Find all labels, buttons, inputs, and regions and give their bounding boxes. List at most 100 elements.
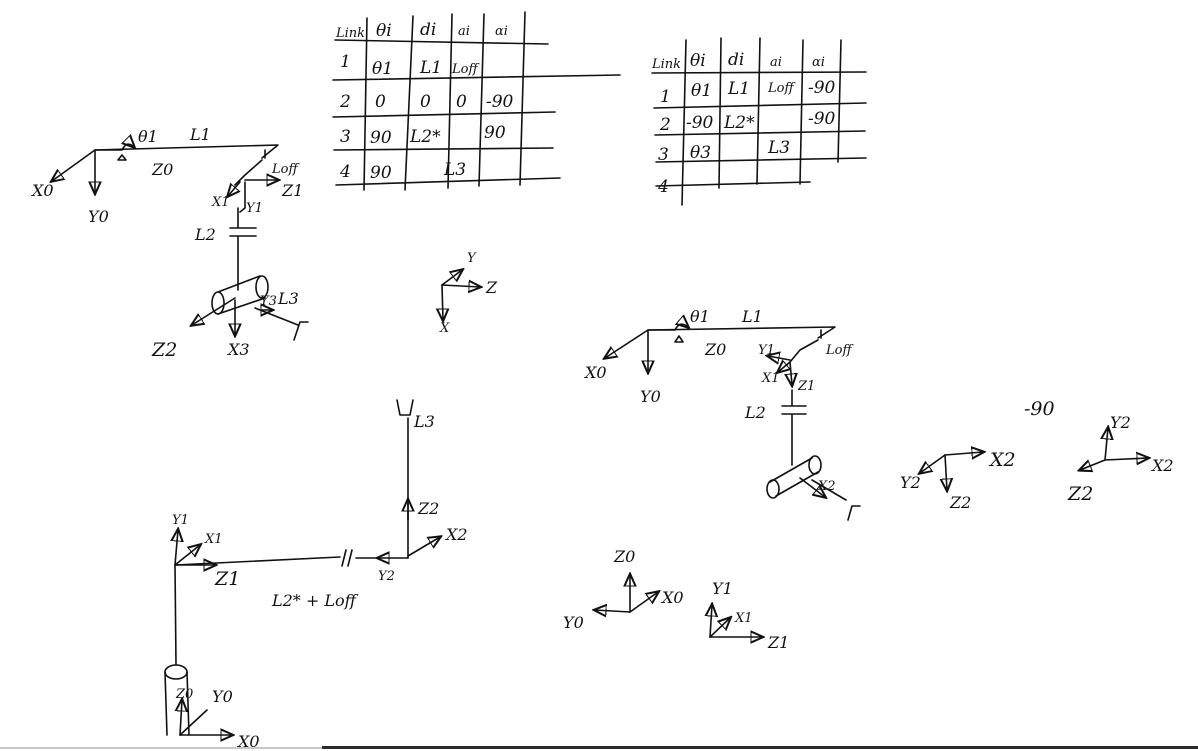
fs-x-label: X: [439, 321, 450, 336]
bl-base-top: [164, 664, 188, 680]
fc-z-label: Z0: [613, 547, 635, 566]
x1-axis: [228, 181, 240, 196]
tl-loff-label: Loff: [271, 162, 300, 177]
fb-z-label: Z2: [1067, 483, 1093, 505]
dh-table-right: Link θi di ai αi 1 θ1 L1 Loff -90 2 -90 …: [651, 37, 867, 206]
bl-x1-axis: [174, 545, 200, 566]
table-left-r3c0: 3: [340, 127, 351, 147]
cylinder-sides: [217, 275, 266, 315]
prismatic-joint: [229, 207, 257, 291]
frame-d: Y1 X1 Z1: [710, 579, 789, 652]
table-left-r3c2: L2*: [409, 127, 441, 147]
bl-y1-label: Y1: [172, 513, 189, 528]
table-right-r3c0: 3: [658, 145, 669, 165]
fd-y-axis: [710, 605, 712, 638]
frame-c: Z0 Y0 X0: [563, 547, 684, 632]
fa-z-label: Z2: [949, 493, 971, 512]
fs-y-label: Y: [467, 251, 477, 266]
tl-y0-label: Y0: [88, 207, 109, 226]
bottom-edge-bar-light: [0, 747, 322, 749]
link3-line: [254, 307, 309, 341]
tl-z2-label: Z2: [151, 339, 177, 361]
r-y0-label: Y0: [640, 387, 661, 406]
r-cylinder-end-a: [766, 479, 780, 499]
r-z0-label: Z0: [704, 340, 726, 359]
r-x0-label: X0: [583, 363, 607, 382]
r-x1-label: X1: [761, 371, 780, 386]
bl-sum-label: L2* + Loff: [271, 591, 359, 610]
theta1-arc: [94, 144, 134, 151]
table-left-r2c0: 2: [339, 92, 351, 112]
tl-l1-label: L1: [189, 125, 211, 144]
r-prismatic-joint: [781, 389, 807, 466]
table-right-r3c3: L3: [767, 138, 790, 158]
note-minus-90: -90: [1024, 398, 1055, 420]
bottom-edge-bar: [0, 745, 1198, 751]
bl-x1-label: X1: [204, 532, 223, 547]
bl-y0-label: Y0: [212, 687, 233, 706]
z2-axis: [192, 297, 236, 325]
table-left-h2: di: [420, 20, 436, 40]
fd-x-axis: [709, 618, 730, 638]
table-left-h0: Link: [335, 26, 365, 41]
table-left-r2c2: 0: [420, 92, 431, 112]
fc-x-axis: [629, 592, 658, 613]
fs-z-label: Z: [485, 278, 498, 297]
link1-line: [94, 144, 279, 159]
cylinder-end-b: [255, 275, 269, 299]
fc-y-label: Y0: [563, 613, 584, 632]
fc-x-label: X0: [660, 588, 684, 607]
bl-x2-label: X2: [444, 525, 468, 544]
table-left-col-lines: [363, 11, 526, 191]
table-left-r1c3: Loff: [451, 62, 480, 77]
r-theta1-arc: [647, 324, 688, 331]
r-loff-label: Loff: [825, 343, 854, 358]
tl-y3-label: Y3: [260, 294, 277, 309]
bl-base-sides: [164, 671, 190, 736]
table-left-r4c3: L3: [443, 160, 466, 180]
fs-x-axis: [442, 284, 443, 320]
table-right-r4c0: 4: [657, 177, 669, 197]
table-left-r3c4: 90: [484, 123, 506, 143]
tl-x3-label: X3: [226, 340, 250, 359]
r-offset-link: [789, 339, 819, 363]
bl-x0-label: X0: [236, 732, 260, 751]
r-theta1-label: θ1: [690, 307, 710, 326]
table-right-r1c1: θ1: [691, 81, 712, 101]
table-right-r1c2: L1: [727, 79, 750, 99]
fa-y-axis: [920, 454, 946, 473]
tl-y1-label: Y1: [246, 201, 263, 216]
table-left-r1c1: θ1: [372, 59, 393, 79]
frame-b: X2 Y2 Z2: [1067, 413, 1174, 505]
table-left-r2c1: 0: [375, 92, 386, 112]
tl-z0-label: Z0: [151, 160, 173, 179]
r-y1-label: Y1: [758, 343, 775, 358]
r-z0-marker: [674, 335, 684, 343]
fs-z-axis: [441, 285, 480, 287]
bl-z0-label: Z0: [175, 687, 193, 702]
table-left-r3c1: 90: [370, 128, 392, 148]
table-left-r4c0: 4: [339, 162, 351, 182]
bl-y0-axis: [179, 709, 208, 736]
tl-l3-label: L3: [277, 289, 299, 308]
bl-l3-label: L3: [413, 412, 435, 431]
r-cylinder-sides: [769, 457, 819, 497]
table-left-h4: αi: [495, 24, 508, 39]
table-right-h2: di: [728, 50, 744, 70]
table-right-r3c1: θ3: [690, 143, 711, 163]
sketch-right: θ1 L1 Z0 X0 Y0 Y1 Loff X1 Z1 L2 X2: [583, 307, 861, 521]
table-left-r2c3: 0: [456, 92, 467, 112]
r-l2-label: L2: [744, 403, 766, 422]
table-right-col-lines: [681, 37, 842, 206]
dh-table-left: Link θi di ai αi 1 θ1 L1 Loff 2 0 0 0 -9…: [332, 11, 621, 191]
table-right-h4: αi: [812, 55, 825, 70]
table-left-r2c4: -90: [486, 92, 514, 112]
fc-y-axis: [595, 610, 631, 612]
r-x0-axis: [605, 329, 649, 358]
r-link1-line: [647, 326, 836, 339]
r-cylinder-end-b: [808, 455, 822, 475]
fb-y-label: Y2: [1110, 413, 1131, 432]
z0-marker: [117, 154, 127, 161]
table-right-h0: Link: [651, 57, 681, 72]
